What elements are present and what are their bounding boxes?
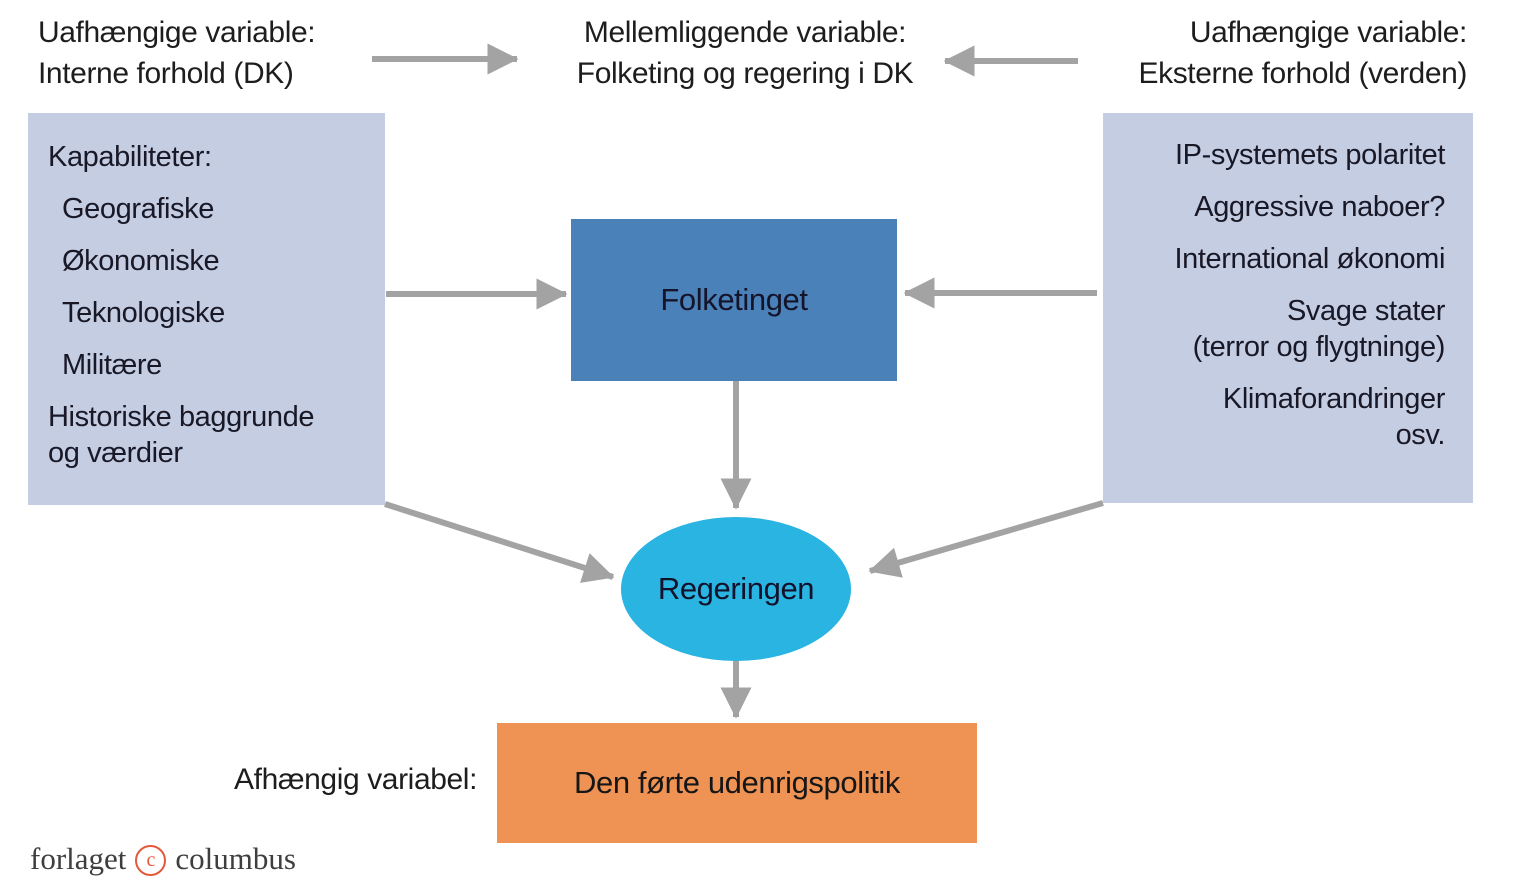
logo-word-forlaget: forlaget <box>30 841 127 876</box>
node-folketinget-label: Folketinget <box>660 282 808 317</box>
panel-external-factors: IP-systemets polaritet Aggressive naboer… <box>1103 113 1473 503</box>
node-foreign-policy-label: Den førte udenrigspolitik <box>574 765 900 800</box>
label-intermediate-line1: Mellemliggende variable: <box>583 16 907 49</box>
label-intermediate-line2: Folketing og regering i DK <box>576 57 914 90</box>
logo-word-columbus: columbus <box>175 841 296 876</box>
arrow-external-to-regering <box>868 500 1104 578</box>
label-independent-external: Uafhængige variable: Eksterne forhold (v… <box>1139 12 1468 94</box>
label-independent-internal-line2: Interne forhold (DK) <box>38 57 294 90</box>
node-regeringen: Regeringen <box>621 517 851 661</box>
external-item-climate-line1: Klimaforandringer <box>1222 383 1445 415</box>
publisher-logo: forlaget c columbus <box>30 841 296 877</box>
capabilities-title: Kapabiliteter: <box>48 141 212 173</box>
copyright-letter: c <box>146 849 156 871</box>
external-item: IP-systemets polaritet <box>1174 139 1445 171</box>
external-item: Aggressive naboer? <box>1194 191 1445 223</box>
label-independent-external-line2: Eksterne forhold (verden) <box>1138 57 1468 90</box>
node-folketinget: Folketinget <box>571 219 897 381</box>
external-item-weak-states-line1: Svage stater <box>1286 295 1445 327</box>
label-independent-internal: Uafhængige variable: Interne forhold (DK… <box>38 12 316 94</box>
copyright-icon: c <box>135 844 167 876</box>
node-foreign-policy: Den førte udenrigspolitik <box>497 723 977 843</box>
capability-item: Økonomiske <box>62 245 220 277</box>
external-item: International økonomi <box>1174 243 1446 275</box>
panel-capabilities: Kapabiliteter: Geografiske Økonomiske Te… <box>28 113 385 505</box>
capability-item: Militære <box>62 349 162 381</box>
capability-item-history-line2: og værdier <box>48 437 183 469</box>
label-dependent-variable: Afhængig variabel: <box>234 763 477 796</box>
node-regeringen-label: Regeringen <box>657 571 815 606</box>
label-intermediate: Mellemliggende variable: Folketing og re… <box>555 12 935 94</box>
external-item-weak-states-line2: (terror og flygtninge) <box>1192 331 1446 363</box>
capability-item-history-line1: Historiske baggrunde <box>48 401 315 433</box>
label-independent-internal-line1: Uafhængige variable: <box>38 16 316 49</box>
arrow-capabilities-to-regering <box>384 501 615 583</box>
label-independent-external-line1: Uafhængige variable: <box>1189 16 1468 49</box>
external-item-climate-line2: osv. <box>1395 419 1446 451</box>
capability-item: Geografiske <box>62 193 214 225</box>
capability-item: Teknologiske <box>62 297 225 329</box>
